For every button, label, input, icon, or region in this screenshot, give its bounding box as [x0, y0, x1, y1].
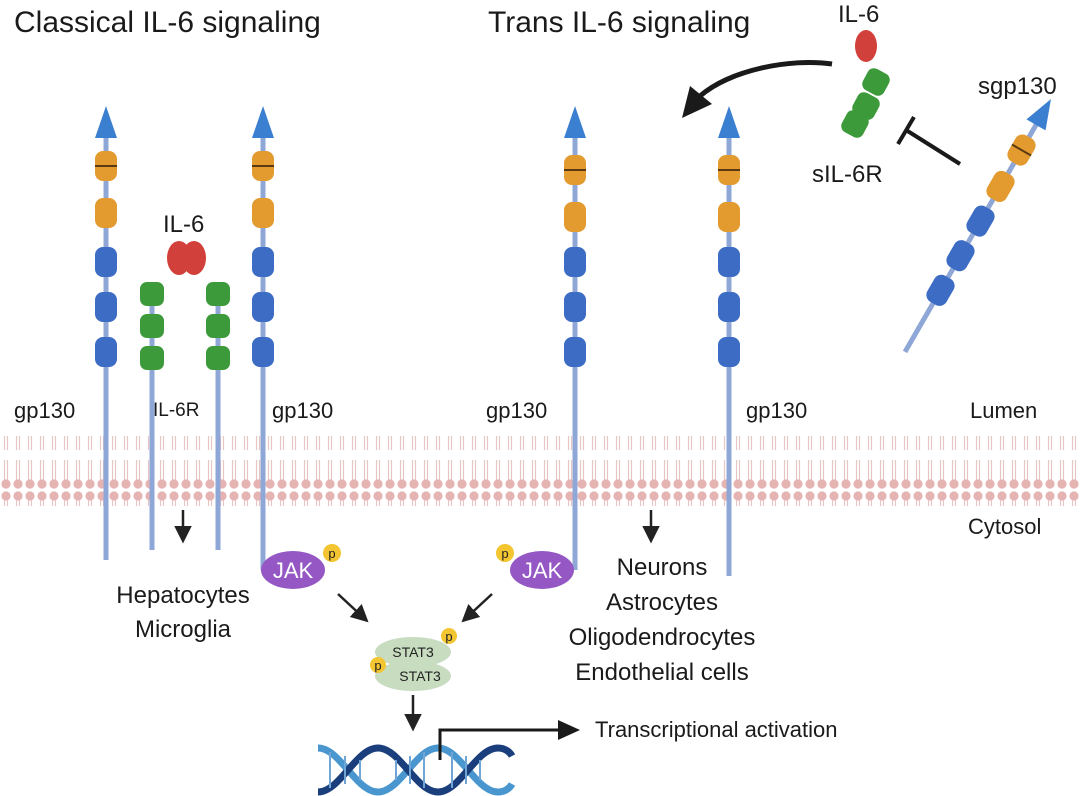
jak-left-to-stat3-arrow	[337, 593, 369, 623]
gp130-receptor-3	[564, 106, 586, 570]
binding-arrowhead	[682, 86, 712, 118]
phospho-jak-right: p	[501, 546, 508, 561]
label-sil6r: sIL-6R	[812, 161, 883, 188]
jak-right-label: JAK	[522, 558, 563, 583]
jak-right	[496, 544, 574, 589]
phospho-stat3-top: p	[445, 629, 452, 644]
gp130-receptor-2	[252, 106, 274, 570]
jak-left	[261, 544, 341, 589]
celltype-classical-1: Microglia	[135, 616, 232, 643]
transcription-arrowhead	[558, 720, 580, 740]
label-il6r: IL-6R	[153, 400, 199, 421]
label-il6-trans: IL-6	[838, 1, 879, 28]
sil6r-il6-complex	[841, 30, 890, 138]
label-il6-classical: IL-6	[163, 211, 204, 238]
gp130-receptor-1	[95, 106, 117, 560]
label-gp130-1: gp130	[14, 398, 75, 423]
sgp130-receptor	[902, 98, 1051, 354]
gp130-receptor-4	[718, 106, 740, 576]
celltype-trans-1: Astrocytes	[606, 589, 718, 616]
label-lumen: Lumen	[970, 398, 1037, 423]
label-gp130-2: gp130	[272, 398, 333, 423]
jak-left-label: JAK	[273, 558, 314, 583]
label-transcriptional-activation: Transcriptional activation	[595, 717, 838, 742]
dna-helix-icon	[317, 744, 516, 796]
phospho-stat3-bottom: p	[374, 658, 381, 673]
title-classical: Classical IL-6 signaling	[14, 6, 321, 39]
celltype-classical-0: Hepatocytes	[116, 582, 249, 609]
label-cytosol: Cytosol	[968, 514, 1041, 539]
stat3-dimer	[370, 628, 457, 691]
jak-right-to-stat3-arrow	[461, 593, 493, 623]
il6-ligand-classical	[167, 241, 206, 275]
stat3-bottom-label: STAT3	[399, 668, 441, 684]
label-gp130-4: gp130	[746, 398, 807, 423]
il6r-receptor	[140, 282, 230, 550]
cell-membrane	[0, 436, 1080, 506]
stat3-top-label: STAT3	[392, 644, 434, 660]
label-sgp130: sgp130	[978, 73, 1057, 100]
inhibition-mark	[896, 115, 962, 166]
celltype-trans-0: Neurons	[617, 554, 708, 581]
celltype-trans-3: Endothelial cells	[575, 659, 748, 686]
phospho-jak-left: p	[328, 546, 335, 561]
title-trans: Trans IL-6 signaling	[488, 6, 750, 39]
binding-arrow	[698, 59, 833, 98]
celltype-trans-2: Oligodendrocytes	[569, 624, 756, 651]
transcription-arrow	[438, 728, 560, 760]
label-gp130-3: gp130	[486, 398, 547, 423]
